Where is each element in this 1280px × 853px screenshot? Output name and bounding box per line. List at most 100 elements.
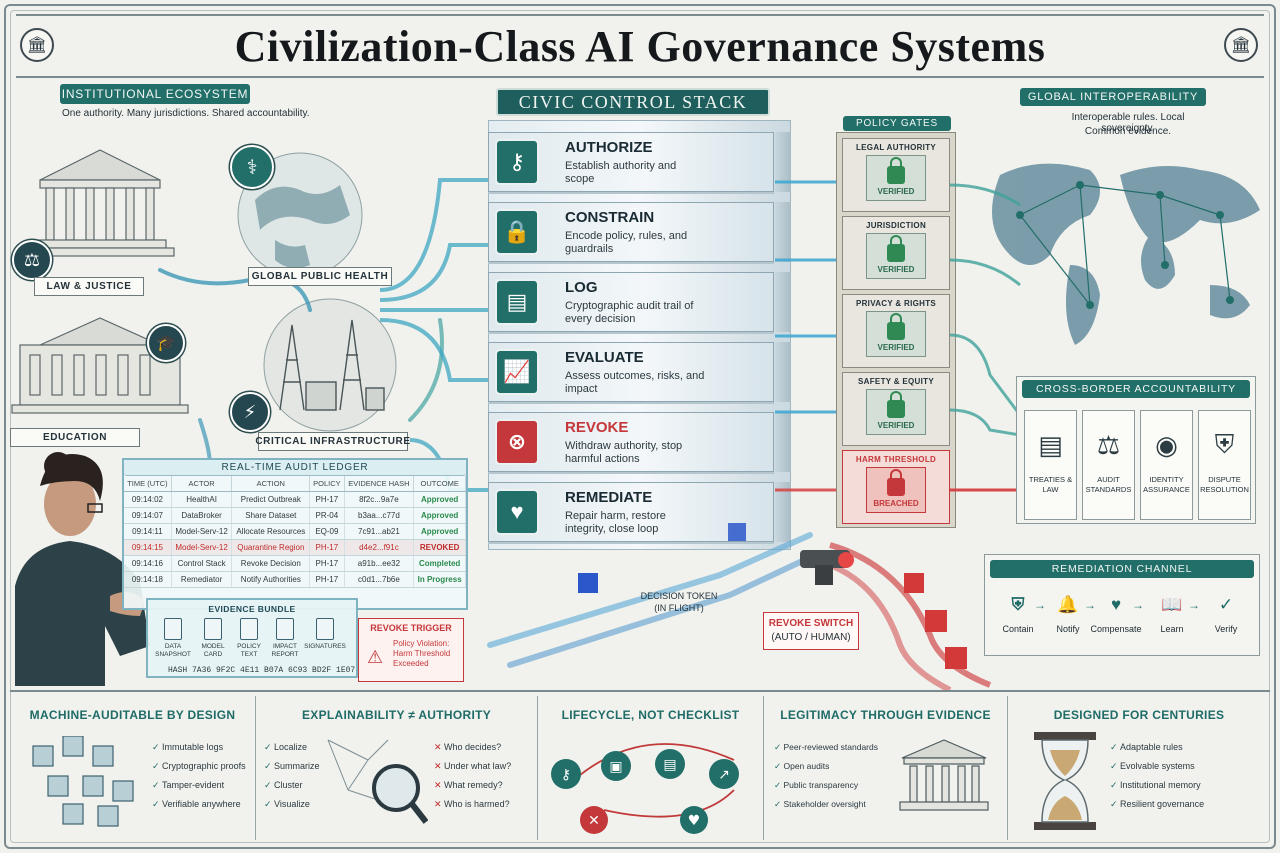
- list-item: Cluster: [264, 776, 320, 795]
- list-item: Cryptographic proofs: [152, 757, 246, 776]
- stack-layer-desc: Encode policy, rules, and guardrails: [565, 230, 688, 255]
- revoke-switch-box: Revoke Switch (Auto / Human): [763, 612, 859, 650]
- gate-status: Verified: [877, 187, 915, 196]
- list-item: Who is harmed?: [434, 795, 511, 814]
- lifecycle-diagram: ⚷▣▤ ↗✕♥: [551, 743, 739, 834]
- document-icon: [204, 618, 222, 640]
- ledger-header-row: Time (UTC)ActorActionPolicyEvidence Hash…: [124, 476, 466, 492]
- law-building-drawing: [25, 149, 175, 257]
- stack-layer-desc: Establish authority and scope: [565, 160, 677, 185]
- cross-border-banner: Cross-Border Accountability: [1022, 380, 1250, 398]
- stack-layer-side: [775, 272, 791, 332]
- ledger-cell: Control Stack: [171, 555, 233, 572]
- stack-layer-desc: Withdraw authority, stop harmful actions: [565, 440, 683, 465]
- ledger-column-header: Actor: [171, 476, 233, 492]
- revoke-trigger-title: Revoke Trigger: [370, 623, 452, 633]
- gate-label: Jurisdiction: [865, 221, 927, 230]
- remediation-icon: ✓: [1218, 595, 1234, 614]
- remediation-label: Notify: [1056, 624, 1080, 634]
- caduceus-icon: ⚕: [230, 145, 274, 189]
- global-banner: Global Interoperability: [1020, 88, 1206, 106]
- accountability-label: Audit Standards: [1085, 475, 1132, 494]
- list-item: Open audits: [774, 757, 878, 776]
- ledger-cell: DataBroker: [171, 507, 233, 524]
- accountability-card: ◉Identity Assurance: [1140, 410, 1193, 520]
- centuries-title: Designed for Centuries: [1053, 708, 1225, 722]
- ledger-column-header: Action: [231, 476, 311, 492]
- svg-text:♥: ♥: [688, 813, 701, 829]
- svg-text:▣: ▣: [609, 759, 622, 775]
- auditable-list: Immutable logsCryptographic proofsTamper…: [152, 738, 246, 814]
- magnifier-icon: [327, 739, 428, 824]
- evidence-item-label: Policy Text: [237, 643, 261, 658]
- gate-lock: Verified: [866, 155, 926, 201]
- gate-label: Harm Threshold: [855, 455, 937, 464]
- list-item: Visualize: [264, 795, 320, 814]
- gate-map-links: [950, 183, 1025, 492]
- ledger-cell: Completed: [413, 555, 466, 572]
- ledger-cell: PH-17: [309, 555, 345, 572]
- list-item: Institutional memory: [1110, 776, 1204, 795]
- lifecycle-nodes: [551, 749, 739, 834]
- ledger-cell: EQ-09: [309, 523, 345, 540]
- ledger-cell: 09:14:11: [124, 523, 172, 540]
- evidence-item: Policy Text: [230, 618, 268, 659]
- document-icon: [276, 618, 294, 640]
- stack-banner: Civic Control Stack: [496, 88, 770, 116]
- stack-icon-remediate: ♥: [495, 489, 539, 535]
- ledger-cell: Notify Authorities: [231, 571, 311, 588]
- ledger-cell: Share Dataset: [231, 507, 311, 524]
- audit-ledger: Real-Time Audit Ledger Time (UTC)ActorAc…: [122, 458, 468, 610]
- remediation-icon: 🔔: [1057, 595, 1079, 614]
- gate-status: Verified: [877, 265, 915, 274]
- policy-gate: Harm ThresholdBreached: [842, 450, 950, 524]
- list-item: Localize: [264, 738, 320, 757]
- stack-icon-constrain: 🔒: [495, 209, 539, 255]
- accountability-icon: ▤: [1038, 429, 1063, 460]
- principles-band: [10, 690, 1270, 840]
- list-item: Tamper-evident: [152, 776, 246, 795]
- ledger-cell: Allocate Resources: [231, 523, 311, 540]
- list-item: Summarize: [264, 757, 320, 776]
- document-icon: [240, 618, 258, 640]
- remediation-icon: 📖: [1161, 595, 1183, 614]
- rail-tracks: [487, 523, 992, 690]
- ledger-cell: Revoke Decision: [231, 555, 311, 572]
- ledger-table: Time (UTC)ActorActionPolicyEvidence Hash…: [124, 476, 466, 588]
- list-item: Resilient governance: [1110, 795, 1204, 814]
- stack-layer-name: REMEDIATE: [565, 489, 653, 506]
- ledger-column-header: Evidence Hash: [344, 476, 415, 492]
- ledger-cell: Model-Serv-12: [171, 523, 233, 540]
- graduation-cap-icon: 🎓: [147, 324, 185, 362]
- stack-layer-side: [775, 412, 791, 472]
- global-tagline-2: Common evidence.: [1084, 126, 1172, 137]
- policy-gate: Safety & EquityVerified: [842, 372, 950, 446]
- evidence-banner: Evidence Bundle: [208, 604, 296, 614]
- list-item: Evolvable systems: [1110, 757, 1204, 776]
- explainability-questions: Who decides?Under what law?What remedy?W…: [434, 738, 511, 814]
- list-item: Immutable logs: [152, 738, 246, 757]
- ledger-cell: In Progress: [413, 571, 466, 588]
- list-item: Public transparency: [774, 776, 878, 795]
- ledger-cell: PR-04: [309, 507, 345, 524]
- stack-icon-evaluate: 📈: [495, 349, 539, 395]
- list-item: Who decides?: [434, 738, 511, 757]
- evidence-hash: HASH 7A36 9F2C 4E11 B07A 6C93 BD2F 1E07 …: [168, 666, 380, 675]
- list-item: Under what law?: [434, 757, 511, 776]
- ledger-cell: 09:14:18: [124, 571, 172, 588]
- gate-status: Verified: [877, 421, 915, 430]
- lifecycle-column: Lifecycle, Not Checklist ⚷▣▤ ↗✕♥: [538, 696, 764, 840]
- gate-label: Privacy & Rights: [855, 299, 937, 308]
- remediation-label: Learn: [1160, 624, 1184, 634]
- centuries-column: Designed for Centuries Adaptable rulesEv…: [1008, 696, 1270, 840]
- ledger-cell: a91b...ee32: [344, 555, 415, 572]
- stack-layer-side: [775, 342, 791, 402]
- stack-layer-name: REVOKE: [565, 419, 629, 436]
- ledger-cell: Approved: [413, 507, 466, 524]
- gate-lock: Verified: [866, 311, 926, 357]
- revoke-switch-subtitle: (Auto / Human): [771, 632, 851, 643]
- svg-text:↗: ↗: [718, 767, 730, 783]
- ledger-cell: 8f2c...9a7e: [344, 491, 415, 508]
